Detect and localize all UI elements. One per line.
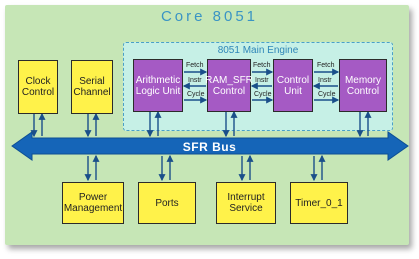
signal-instr-3: Instr [318,77,332,84]
core-title: Core 8051 [160,8,259,25]
interrupt-service-block: Interrupt Service [216,182,276,224]
power-management-block: Power Management [62,182,124,224]
timer-block: Timer_0_1 [290,182,348,224]
signal-instr-1: Instr [188,77,202,84]
signal-fetch-3: Fetch [317,62,335,69]
control-unit-block: Control Unit [273,59,313,112]
signal-cycle-1: Cycle [187,91,205,98]
memory-control-block: Memory Control [339,59,387,112]
signal-fetch-1: Fetch [186,62,204,69]
serial-channel-block: Serial Channel [71,60,113,114]
ram-sfr-control-block: RAM_SFR Control [205,59,253,112]
clock-control-block: Clock Control [18,60,58,114]
signal-instr-2: Instr [255,77,269,84]
signal-cycle-2: Cycle [254,91,272,98]
alu-block: Arithmetic Logic Unit [133,59,183,112]
signal-fetch-2: Fetch [253,62,271,69]
ports-block: Ports [138,182,196,224]
signal-cycle-3: Cycle [318,91,336,98]
engine-title: 8051 Main Engine [217,45,299,56]
sfr-bus-label: SFR Bus [182,140,237,154]
